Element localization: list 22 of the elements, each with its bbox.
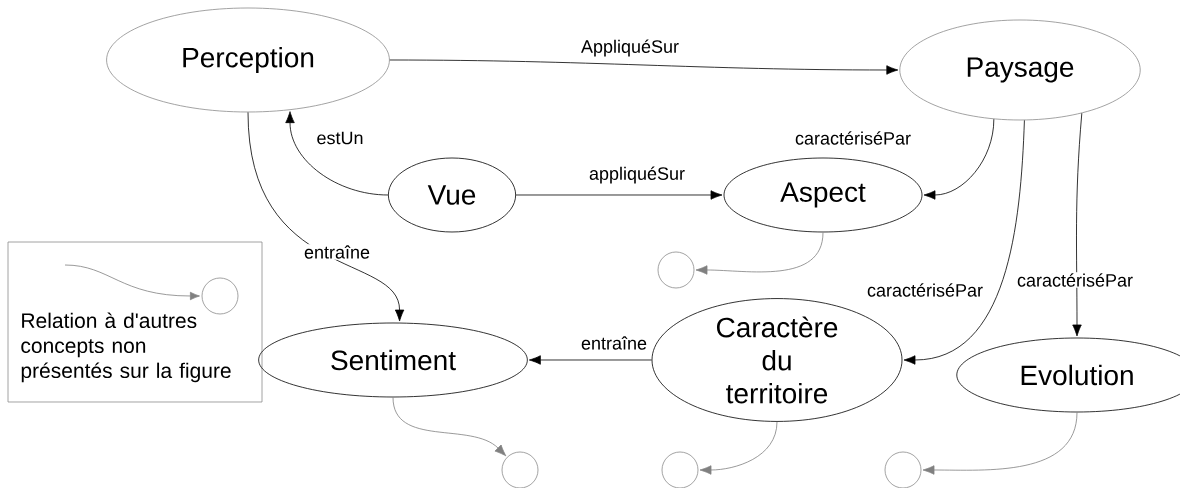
arrow [392, 397, 507, 457]
edge-label: entraîne [303, 244, 372, 260]
arrow [389, 59, 899, 75]
edge-label: caractériséPar [866, 282, 985, 298]
arrow [528, 355, 652, 365]
arrow [515, 190, 723, 200]
legend-text: Relation à d'autres concepts non présentés sur la figure [21, 312, 231, 383]
edge-label: entraîne [580, 335, 649, 351]
arrow [903, 119, 1025, 365]
arrow [923, 118, 995, 200]
edge-label: appliquéSur [587, 165, 687, 185]
edge-label: caractériséPar [1016, 272, 1135, 288]
arrow [922, 412, 1078, 475]
arrow [1072, 112, 1083, 337]
arrow [247, 112, 405, 322]
arrow [695, 232, 824, 275]
arrow [699, 421, 778, 475]
edge-label: estUn [315, 130, 365, 146]
arrow [285, 111, 389, 196]
empty-circle [657, 251, 695, 289]
edge-label: caractériséPar [794, 130, 913, 146]
edge-label: AppliquéSur [579, 38, 681, 58]
